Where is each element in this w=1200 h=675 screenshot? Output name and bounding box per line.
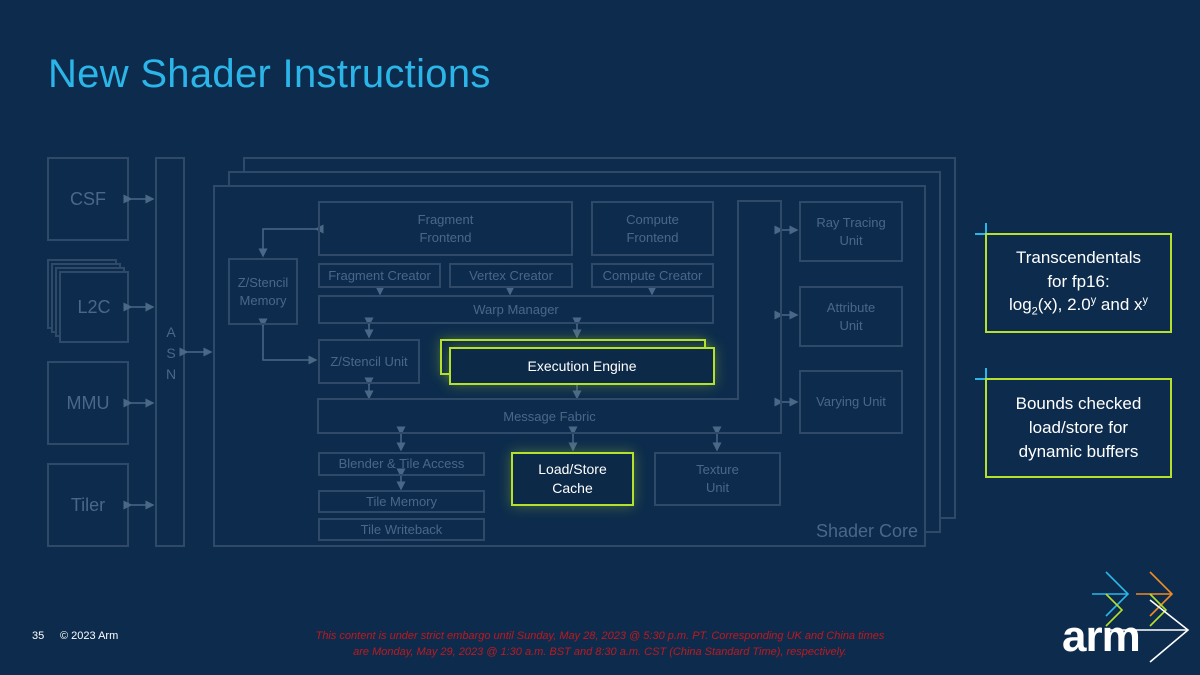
compute-frontend-label: Compute Frontend: [626, 211, 679, 245]
arm-chevrons-icon: [1092, 571, 1190, 663]
compute-creator-label: Compute Creator: [602, 267, 703, 283]
vertex-creator-block: Vertex Creator: [449, 263, 573, 288]
zstencil-unit-label: Z/Stencil Unit: [330, 353, 408, 369]
csf-label: CSF: [70, 188, 106, 209]
bounds-line2: load/store for: [1028, 418, 1129, 438]
execution-engine-label: Execution Engine: [527, 357, 637, 374]
l2c-block: L2C: [59, 271, 129, 343]
fragment-creator-block: Fragment Creator: [318, 263, 441, 288]
fragment-frontend-block: Fragment Frontend: [318, 201, 573, 256]
embargo-line1: This content is under strict embargo unt…: [315, 630, 885, 642]
texture-unit-label: Texture Unit: [696, 462, 739, 495]
mmu-label: MMU: [66, 392, 110, 413]
message-fabric-label: Message Fabric: [503, 409, 596, 424]
transcendentals-formula: log2(x), 2.0y and xy: [1008, 294, 1149, 318]
tile-writeback-block: Tile Writeback: [318, 518, 485, 541]
embargo-notice: This content is under strict embargo unt…: [250, 629, 950, 661]
transcendentals-callout: Transcendentals for fp16: log2(x), 2.0y …: [985, 233, 1172, 333]
bounds-checked-callout: Bounds checked load/store for dynamic bu…: [985, 378, 1172, 478]
shader-core-label: Shader Core: [816, 521, 919, 541]
warp-manager-block: Warp Manager: [318, 295, 714, 324]
tiler-label: Tiler: [70, 494, 106, 515]
transcendentals-line2: for fp16:: [1047, 271, 1110, 291]
load-store-cache-label: Load/Store Cache: [538, 461, 607, 496]
varying-unit-block: Varying Unit: [799, 370, 903, 434]
ray-tracing-unit-label: Ray Tracing Unit: [816, 214, 886, 248]
tile-writeback-label: Tile Writeback: [360, 521, 443, 537]
asn-letter-s: S: [166, 345, 176, 361]
varying-unit-label: Varying Unit: [816, 394, 886, 410]
tile-memory-block: Tile Memory: [318, 490, 485, 513]
blender-tile-access-label: Blender & Tile Access: [338, 456, 465, 472]
zstencil-memory-block: Z/Stencil Memory: [228, 258, 298, 325]
asn-letter-n: N: [165, 366, 177, 382]
load-store-cache-block: Load/Store Cache: [511, 452, 634, 506]
vertex-creator-label: Vertex Creator: [469, 267, 553, 283]
slide-title: New Shader Instructions: [48, 52, 491, 96]
transcendentals-line1: Transcendentals: [1015, 247, 1142, 267]
zstencil-unit-block: Z/Stencil Unit: [318, 339, 420, 384]
fragment-frontend-label: Fragment Frontend: [417, 211, 474, 245]
l2c-label: L2C: [77, 296, 111, 317]
slide-number: 35: [32, 630, 45, 642]
bounds-line1: Bounds checked: [1015, 394, 1142, 414]
compute-frontend-block: Compute Frontend: [591, 201, 714, 256]
copyright: © 2023 Arm: [60, 630, 119, 642]
execution-engine-block: Execution Engine: [449, 347, 715, 385]
bounds-line3: dynamic buffers: [1018, 441, 1139, 461]
compute-creator-block: Compute Creator: [591, 263, 714, 288]
warp-manager-label: Warp Manager: [473, 301, 559, 317]
texture-unit-block: Texture Unit: [654, 452, 781, 506]
attribute-unit-label: Attribute Unit: [826, 299, 876, 333]
attribute-unit-block: Attribute Unit: [799, 286, 903, 347]
asn-letter-a: A: [166, 324, 176, 340]
tile-memory-label: Tile Memory: [365, 493, 438, 509]
zstencil-memory-label: Z/Stencil Memory: [237, 274, 289, 308]
fragment-creator-label: Fragment Creator: [328, 267, 431, 283]
blender-tile-access-block: Blender & Tile Access: [318, 452, 485, 476]
embargo-line2: are Monday, May 29, 2023 @ 1:30 a.m. BST…: [353, 645, 847, 658]
arm-logo-text: arm: [1062, 612, 1141, 661]
ray-tracing-unit-block: Ray Tracing Unit: [799, 201, 903, 262]
